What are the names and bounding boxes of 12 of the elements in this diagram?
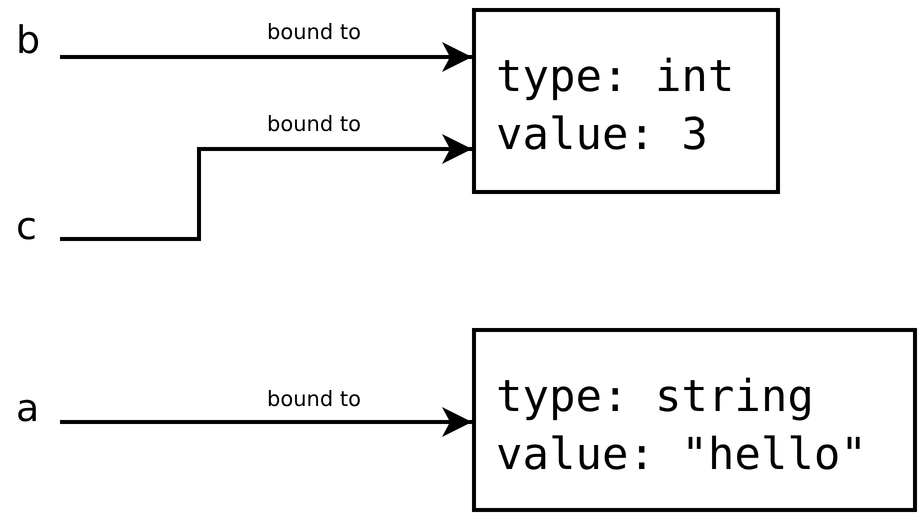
object-box <box>472 8 780 194</box>
object-field: value: 3 <box>496 106 708 164</box>
arrow <box>60 407 472 437</box>
object-field: type: int <box>496 48 734 106</box>
arrow <box>60 42 472 72</box>
variable-name: b <box>16 18 40 62</box>
arrow <box>60 134 472 241</box>
object-field: type: string <box>496 368 814 426</box>
variable-name: a <box>16 386 40 430</box>
object-box <box>472 328 917 512</box>
variable-name: c <box>16 204 37 248</box>
object-field: value: "hello" <box>496 426 867 484</box>
